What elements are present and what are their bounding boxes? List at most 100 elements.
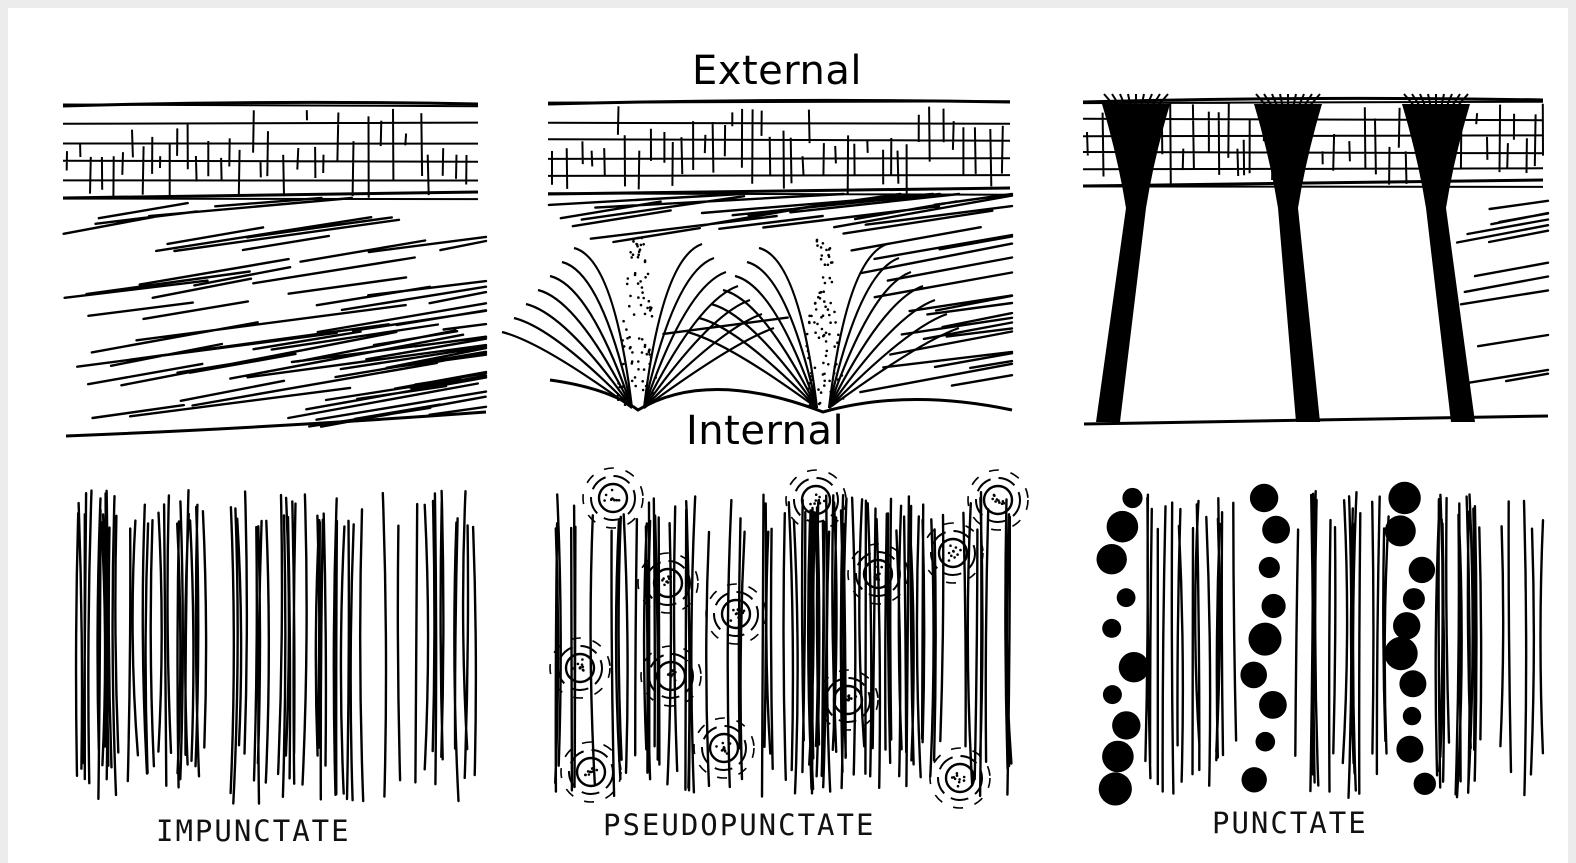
punctum-dot <box>1119 652 1149 682</box>
stipple-dot <box>737 608 740 611</box>
stipple-dot <box>807 350 810 353</box>
impunctate-surface <box>76 490 476 803</box>
punctae-column <box>1384 482 1436 795</box>
stipple-dot <box>831 281 834 284</box>
stipple-dot <box>847 699 850 702</box>
stipple-dot <box>837 378 840 381</box>
stipple-dot <box>630 256 633 259</box>
stipple-dot <box>840 693 843 696</box>
stipple-dot <box>726 752 729 755</box>
punctum-dot <box>1102 619 1121 638</box>
stipple-dot <box>829 302 832 305</box>
stipple-dot <box>873 576 876 579</box>
pseudopuncta <box>706 584 766 644</box>
primary-fibrous-layer <box>64 198 486 427</box>
pseudopuncta <box>968 470 1028 530</box>
stipple-dot <box>950 555 953 558</box>
stipple-dot <box>644 276 647 279</box>
stipple-dot <box>955 546 958 549</box>
impunctate-section <box>63 102 486 436</box>
stipple-dot <box>571 667 574 670</box>
pseudopuncta <box>786 470 846 530</box>
stipple-dot <box>641 380 644 383</box>
punctum-dot <box>1249 623 1282 656</box>
stipple-dot <box>669 575 672 578</box>
surface-fibres <box>76 490 476 803</box>
stipple-dot <box>622 385 625 388</box>
punctum-canal <box>1254 94 1322 422</box>
stipple-dot <box>822 362 825 365</box>
stipple-dot <box>833 372 836 375</box>
stipple-dot <box>826 350 829 353</box>
stipple-dot <box>631 351 634 354</box>
punctum-dot <box>1396 736 1423 763</box>
stipple-dot <box>963 779 966 782</box>
pseudopuncta <box>694 718 754 778</box>
stipple-dot <box>821 254 824 257</box>
stipple-dot <box>817 388 820 391</box>
stipple-dot <box>823 500 826 503</box>
internal-label: Internal <box>686 408 844 454</box>
external-label: External <box>692 48 862 94</box>
stipple-dot <box>952 550 955 553</box>
stipple-dot <box>820 391 823 394</box>
stipple-dot <box>957 785 960 788</box>
punctae-column <box>1097 488 1150 806</box>
cross-sections <box>63 94 1548 436</box>
stipple-dot <box>958 781 961 784</box>
stipple-dot <box>644 261 647 264</box>
pseudopunctate-surface <box>550 468 1028 808</box>
stipple-dot <box>831 261 834 264</box>
secondary-layer-hatching <box>63 105 478 200</box>
stipple-dot <box>730 619 733 622</box>
stipple-dot <box>827 254 830 257</box>
stipple-dot <box>667 575 670 578</box>
punctum-dot <box>1102 741 1134 773</box>
stipple-dot <box>848 697 851 700</box>
stipple-dot <box>818 336 821 339</box>
stipple-dot <box>821 328 824 331</box>
stipple-dot <box>807 357 810 360</box>
secondary-layer-hatching <box>548 101 1010 195</box>
stipple-dot <box>829 391 832 394</box>
stipple-dot <box>631 380 634 383</box>
punctum-dot <box>1250 484 1278 512</box>
stipple-dot <box>646 393 649 396</box>
stipple-dot <box>825 332 828 335</box>
stipple-dot <box>855 695 858 698</box>
stipple-dot <box>651 315 654 318</box>
stipple-dot <box>991 498 994 501</box>
stipple-dot <box>635 243 638 246</box>
punctum-dot <box>1256 732 1276 752</box>
stipple-dot <box>949 544 952 547</box>
punctum-dot <box>1393 612 1420 639</box>
stipple-dot <box>828 314 831 317</box>
stipple-dot <box>816 239 819 242</box>
stipple-dot <box>742 612 745 615</box>
punctum-fill <box>1402 104 1475 422</box>
stipple-dot <box>628 305 631 308</box>
stipple-dot <box>816 323 819 326</box>
stipple-dot <box>824 282 827 285</box>
stipple-dot <box>823 380 826 383</box>
stipple-dot <box>649 309 652 312</box>
punctum-dot <box>1262 594 1286 618</box>
stipple-dot <box>833 345 836 348</box>
stipple-dot <box>828 248 831 251</box>
stipple-dot <box>672 673 675 676</box>
impunctate-label: IMPUNCTATE <box>156 814 351 848</box>
stipple-dot <box>579 667 582 670</box>
stipple-dot <box>825 355 828 358</box>
pseudopunctate-label: PSEUDOPUNCTATE <box>603 808 875 842</box>
stipple-dot <box>603 499 606 502</box>
stipple-dot <box>674 679 677 682</box>
surface-fibres <box>555 492 1011 796</box>
stipple-dot <box>639 248 642 251</box>
stipple-dot <box>613 499 616 502</box>
stipple-dot <box>829 321 832 324</box>
stipple-dot <box>729 742 732 745</box>
stipple-dot <box>819 402 822 405</box>
stipple-dot <box>634 385 637 388</box>
stipple-dot <box>643 368 646 371</box>
stipple-dot <box>820 258 823 261</box>
